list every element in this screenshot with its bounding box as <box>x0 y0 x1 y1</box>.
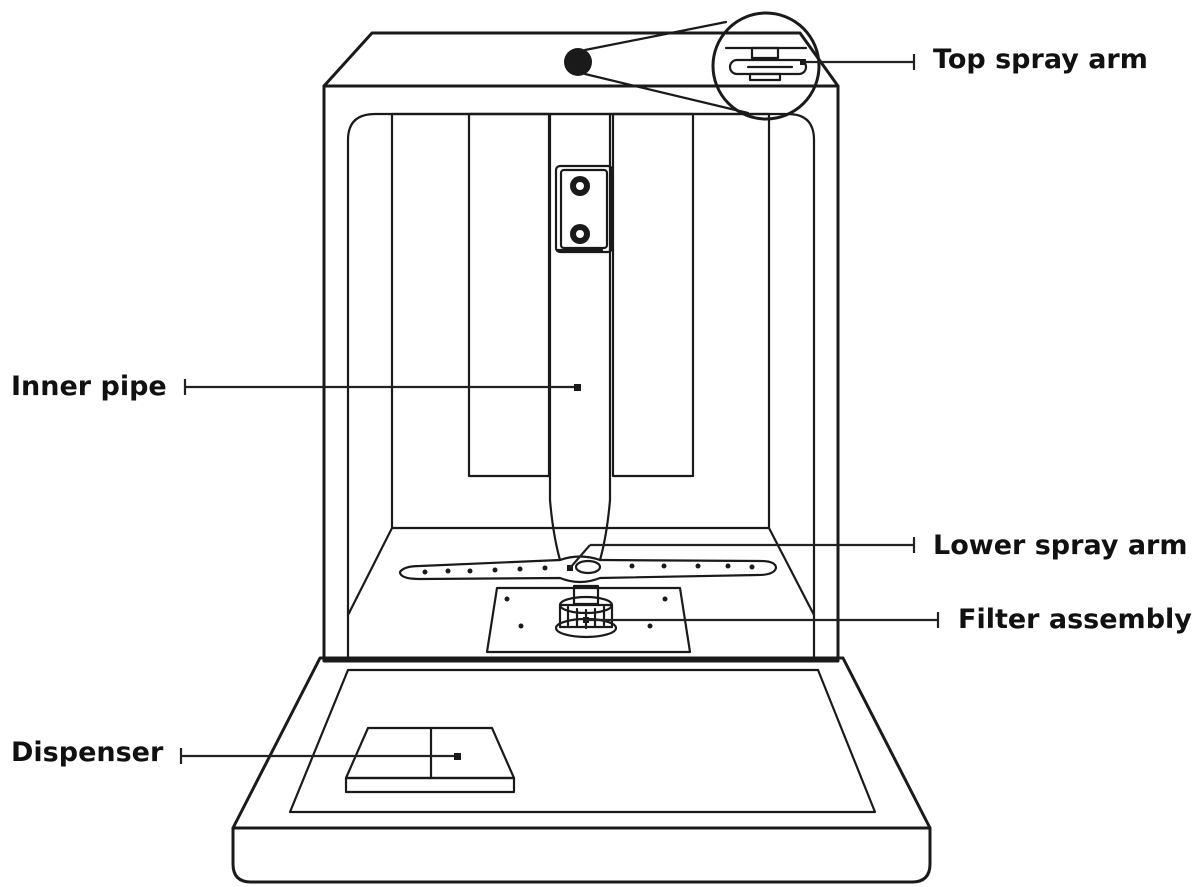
label-dispenser: Dispenser <box>11 737 164 768</box>
label-filter-assembly: Filter assembly <box>958 604 1192 635</box>
leader-dispenser <box>179 748 461 764</box>
inner-pipe <box>548 112 614 562</box>
label-inner-pipe: Inner pipe <box>11 371 167 402</box>
leader-top-spray-arm <box>800 54 916 70</box>
dishwasher-cabinet <box>322 84 840 663</box>
lower-spray-arm <box>398 555 778 584</box>
label-top-spray-arm: Top spray arm <box>933 44 1148 75</box>
top-spray-arm-callout <box>564 11 821 121</box>
leader-lower-spray-arm <box>567 537 916 571</box>
leader-inner-pipe <box>183 379 581 395</box>
dishwasher-door <box>231 656 932 884</box>
dispenser <box>344 726 516 794</box>
leader-filter-assembly <box>583 612 940 628</box>
label-lower-spray-arm: Lower spray arm <box>933 530 1188 561</box>
